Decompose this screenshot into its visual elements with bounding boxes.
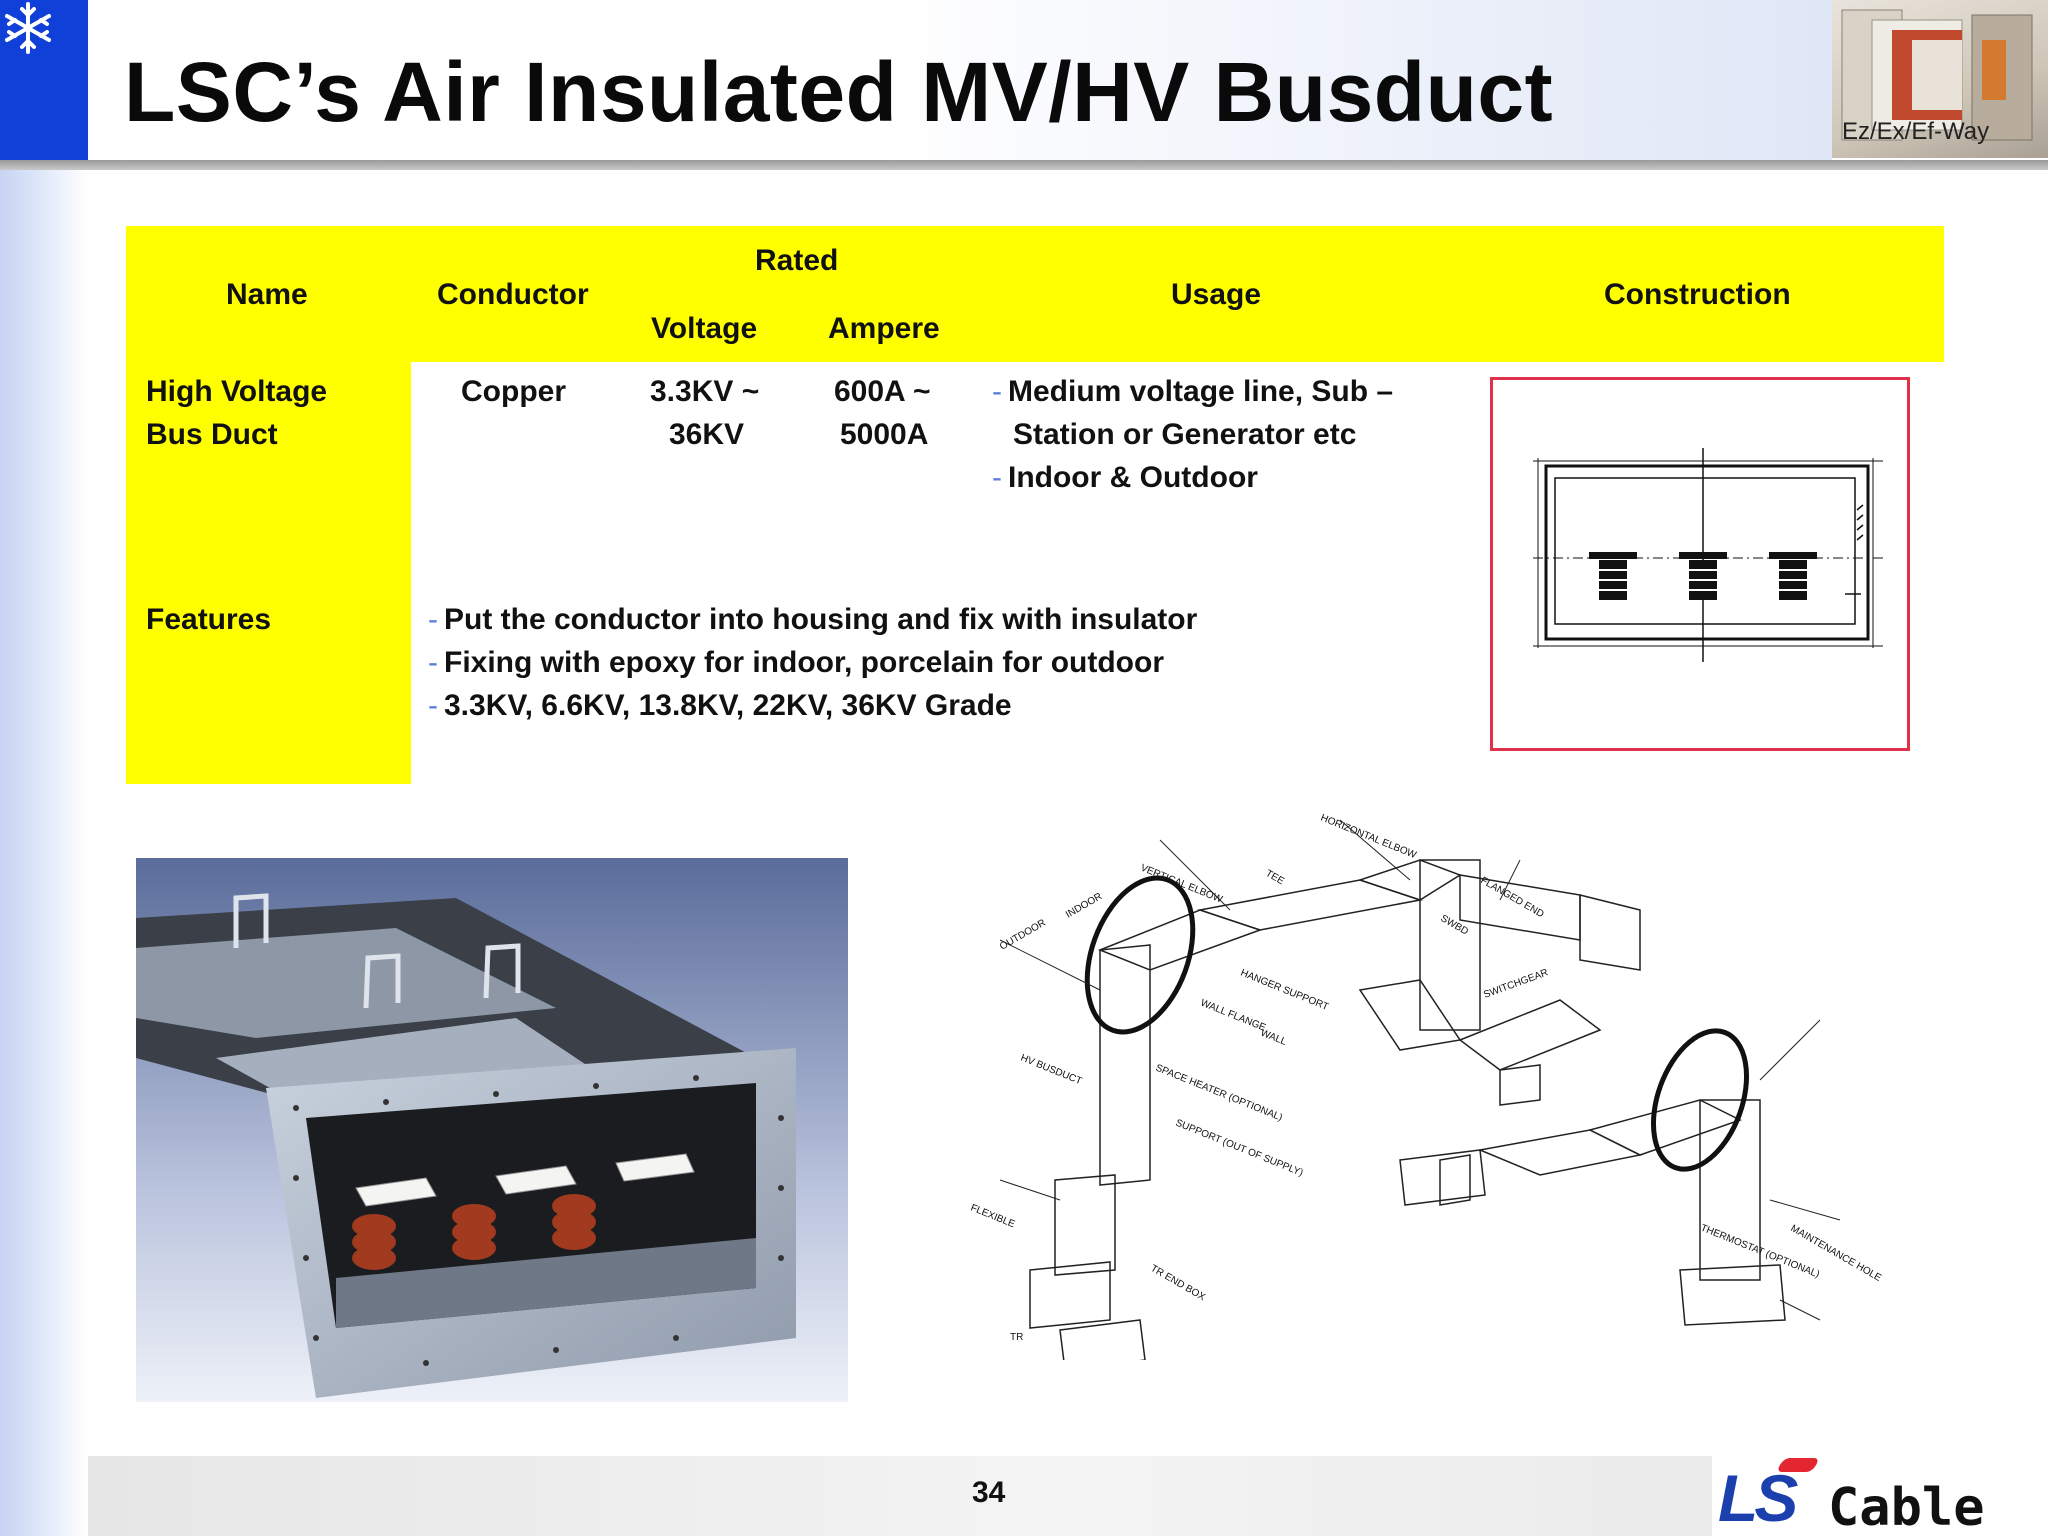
label-outdoor: OUTDOOR: [998, 918, 1048, 953]
snowflake-logo: [0, 0, 88, 160]
feature-item-3: -3.3KV, 6.6KV, 13.8KV, 22KV, 36KV Grade: [428, 684, 1012, 727]
feature-text: Fixing with epoxy for indoor, porcelain …: [444, 646, 1164, 679]
label-flanged-end: FLANGED END: [1479, 875, 1546, 920]
label-tr-end-box: TR END BOX: [1149, 1263, 1208, 1303]
header-conductor: Conductor: [437, 278, 589, 311]
features-label: Features: [146, 603, 272, 636]
page-title: LSC’s Air Insulated MV/HV Busduct: [124, 45, 1554, 139]
bullet-dash: -: [992, 375, 1002, 408]
label-tee: TEE: [1264, 868, 1287, 887]
header-usage: Usage: [1171, 278, 1262, 311]
left-decorative-strip: [0, 0, 88, 1536]
usage-line-3: Indoor & Outdoor: [1008, 461, 1258, 494]
label-hanger-support: HANGER SUPPORT: [1239, 968, 1330, 1013]
ls-cable-logo: [1712, 1456, 2048, 1536]
label-switchgear: SWITCHGEAR: [1482, 967, 1549, 1001]
label-flexible: FLEXIBLE: [969, 1203, 1017, 1231]
label-support: SUPPORT (OUT OF SUPPLY): [1174, 1118, 1305, 1179]
header-name: Name: [226, 278, 308, 311]
label-swbd: SWBD: [1439, 913, 1470, 938]
header-rated: Rated: [755, 244, 839, 277]
label-hv-busduct: HV BUSDUCT: [1019, 1053, 1083, 1088]
usage-item-2: -Indoor & Outdoor: [992, 456, 1258, 499]
snowflake-icon: [5, 2, 51, 54]
bullet-dash: -: [992, 461, 1002, 494]
bullet-dash: -: [428, 689, 438, 722]
cell-voltage-line2: 36KV: [669, 418, 745, 451]
busduct-thumbnail-image: [1832, 0, 2048, 158]
header-construction: Construction: [1604, 278, 1791, 311]
cell-ampere-line2: 5000A: [840, 418, 929, 451]
thumbnail-caption: Ez/Ex/Ef-Way: [1842, 118, 1990, 145]
cell-name-line2: Bus Duct: [146, 418, 278, 451]
cell-ampere-line1: 600A ~: [834, 375, 931, 408]
header-ampere: Ampere: [828, 312, 940, 345]
label-horizontal-elbow: HORIZONTAL ELBOW: [1319, 813, 1418, 862]
header-voltage: Voltage: [651, 312, 758, 345]
construction-drawing-frame: [1490, 377, 1910, 751]
busduct-product-photo: [136, 858, 848, 1402]
logo-cable-text: Cable: [1828, 1478, 1985, 1538]
cell-name-line1: High Voltage: [146, 375, 328, 408]
usage-line-1: Medium voltage line, Sub –: [1008, 375, 1394, 408]
feature-text: 3.3KV, 6.6KV, 13.8KV, 22KV, 36KV Grade: [444, 689, 1012, 722]
usage-line-2: Station or Generator etc: [1013, 418, 1357, 451]
table-header-row: [126, 226, 1944, 362]
busduct-installation-layout-drawing: HORIZONTAL ELBOW VERTICAL ELBOW TEE FLAN…: [940, 800, 1920, 1371]
title-band: [88, 0, 1832, 160]
label-wall: WALL: [1259, 1028, 1288, 1048]
label-tr: TR: [1010, 1332, 1023, 1343]
label-space-heater: SPACE HEATER (OPTIONAL): [1154, 1063, 1284, 1124]
busduct-cross-section-drawing: [1533, 448, 1883, 662]
feature-item-2: -Fixing with epoxy for indoor, porcelain…: [428, 641, 1164, 684]
label-maintenance-hole: MAINTENANCE HOLE: [1789, 1223, 1884, 1284]
cell-conductor: Copper: [461, 375, 566, 408]
usage-item-1: -Medium voltage line, Sub –: [992, 370, 1393, 413]
bullet-dash: -: [428, 603, 438, 636]
feature-item-1: -Put the conductor into housing and fix …: [428, 598, 1197, 641]
label-wall-flange: WALL FLANGE: [1199, 998, 1268, 1034]
page-number: 34: [972, 1476, 1006, 1509]
bullet-dash: -: [428, 646, 438, 679]
feature-text: Put the conductor into housing and fix w…: [444, 603, 1198, 636]
label-vertical-elbow: VERTICAL ELBOW: [1139, 863, 1225, 906]
name-column-fill: [126, 362, 411, 784]
logo-ls-text: LS: [1718, 1461, 1798, 1535]
cell-voltage-line1: 3.3KV ~: [650, 375, 760, 408]
title-divider: [0, 160, 2048, 170]
label-indoor: INDOOR: [1064, 891, 1104, 921]
